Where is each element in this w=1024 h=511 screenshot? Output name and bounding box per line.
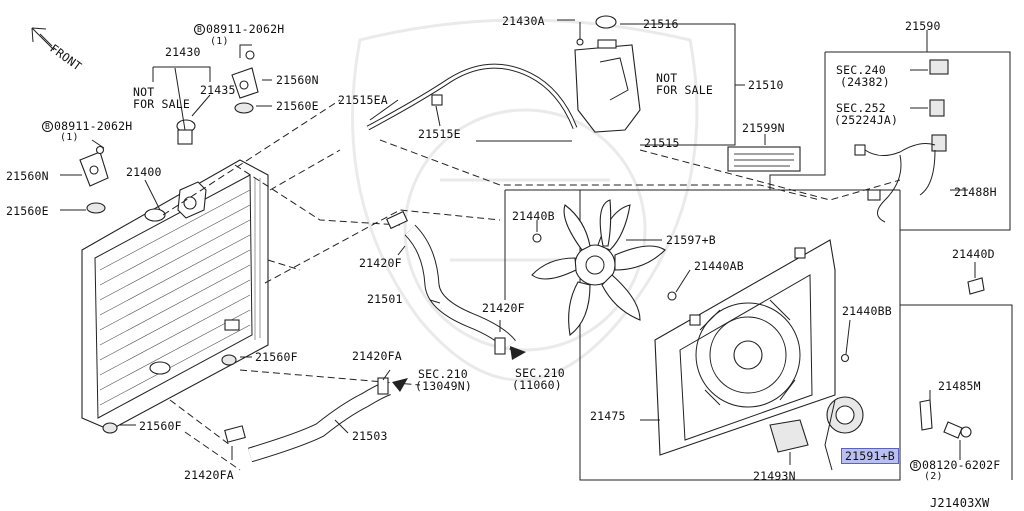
- not-for-sale-r-line1: NOT: [656, 71, 678, 85]
- drawing-code: J21403XW: [930, 496, 990, 510]
- wiring-harness: [854, 59, 949, 223]
- sec252-label[interactable]: SEC.252: [836, 101, 886, 115]
- part-21560N-top-label[interactable]: 21560N: [276, 73, 319, 87]
- part-21560E-top-label[interactable]: 21560E: [276, 99, 319, 113]
- part-21440B-label[interactable]: 21440B: [512, 209, 555, 223]
- fan-motor: [824, 396, 864, 471]
- lower-hose-21503: [247, 381, 391, 463]
- part-21488H-label[interactable]: 21488H: [954, 185, 997, 199]
- part-21485M-label[interactable]: 21485M: [938, 379, 981, 393]
- part-21440AB-label[interactable]: 21440AB: [694, 259, 744, 273]
- part-21420F-mid-label[interactable]: 21420F: [482, 301, 525, 315]
- bolt-08120: [943, 421, 972, 439]
- part-21590-label[interactable]: 21590: [905, 19, 941, 33]
- sec210-b-label[interactable]: SEC.210: [515, 366, 565, 380]
- mount-bracket-left: [79, 145, 109, 214]
- radiator: [81, 159, 269, 431]
- part-21420FA-mid-label[interactable]: 21420FA: [352, 349, 402, 363]
- circled-b-icon: B: [42, 121, 53, 132]
- clamp-21420F-mid: [494, 337, 506, 355]
- part-21430A-label[interactable]: 21430A: [502, 14, 545, 28]
- qty-label: (2): [924, 471, 943, 482]
- part-21493N-label[interactable]: 21493N: [753, 469, 796, 483]
- sec252-ref: (25224JA): [834, 113, 899, 127]
- part-21430-label[interactable]: 21430: [165, 45, 201, 59]
- part-21510-label[interactable]: 21510: [748, 78, 784, 92]
- qty-label: (1): [60, 132, 79, 143]
- not-for-sale-r-line2: FOR SALE: [656, 83, 713, 97]
- circled-b-icon: B: [910, 460, 921, 471]
- bolt-21440D: [967, 277, 985, 295]
- arrow-sec210-11060: [510, 346, 526, 360]
- part-21440D-label[interactable]: 21440D: [952, 247, 995, 261]
- bolt-21440BB: [840, 353, 850, 363]
- part-21560F-low-label[interactable]: 21560F: [139, 419, 182, 433]
- part-21560F-mid-label[interactable]: 21560F: [255, 350, 298, 364]
- front-arrow-icon: [31, 27, 55, 51]
- fan-shroud: [654, 239, 836, 456]
- part-21440BB-label[interactable]: 21440BB: [842, 304, 892, 318]
- caution-label-21599N: [727, 146, 801, 172]
- clamp-21420FA-mid: [377, 377, 389, 395]
- clamp-21420F-top: [385, 210, 409, 230]
- bolt-21440AB: [667, 291, 677, 301]
- sec210-a-label[interactable]: SEC.210: [418, 367, 468, 381]
- sec240-label[interactable]: SEC.240: [836, 63, 886, 77]
- arrow-sec210-13049N: [392, 378, 408, 392]
- mount-21560F-mid: [221, 354, 237, 366]
- part-number: 08120-6202F: [922, 458, 1001, 472]
- part-21501-label[interactable]: 21501: [367, 292, 403, 306]
- part-21503-label[interactable]: 21503: [352, 429, 388, 443]
- not-for-sale-line1: NOT: [133, 85, 155, 99]
- overflow-hose-21515: [366, 63, 578, 131]
- part-21560N-left-label[interactable]: 21560N: [6, 169, 49, 183]
- part-21435-label[interactable]: 21435: [200, 83, 236, 97]
- circled-b-icon: B: [194, 24, 205, 35]
- part-21597B-label[interactable]: 21597+B: [666, 233, 716, 247]
- part-21516-label[interactable]: 21516: [643, 17, 679, 31]
- part-21400-label[interactable]: 21400: [126, 165, 162, 179]
- clip-21515E: [431, 94, 443, 106]
- reservoir-tank: [574, 15, 641, 133]
- part-21591B-label-highlighted[interactable]: 21591+B: [841, 448, 899, 464]
- qty-label: (1): [210, 36, 229, 47]
- sec240-ref: (24382): [840, 75, 890, 89]
- sec210-b-ref: (11060): [512, 378, 562, 392]
- part-21475-label[interactable]: 21475: [590, 409, 626, 423]
- part-21420FA-low-label[interactable]: 21420FA: [184, 468, 234, 482]
- part-21560E-left-label[interactable]: 21560E: [6, 204, 49, 218]
- bracket-21485M: [919, 399, 933, 431]
- part-21420F-top-label[interactable]: 21420F: [359, 256, 402, 270]
- bolt-21440B: [532, 233, 542, 243]
- part-21599N-label[interactable]: 21599N: [742, 121, 785, 135]
- part-21515EA-label[interactable]: 21515EA: [338, 93, 388, 107]
- radiator-cap-part: [177, 129, 193, 145]
- part-21515E-label[interactable]: 21515E: [418, 127, 461, 141]
- mount-bracket-top: [231, 50, 259, 114]
- part-21515-label[interactable]: 21515: [644, 136, 680, 150]
- clamp-21420FA-low: [224, 425, 246, 443]
- not-for-sale-line2: FOR SALE: [133, 97, 190, 111]
- sec210-a-ref: (13049N): [415, 379, 472, 393]
- upper-hose-21501: [404, 224, 516, 350]
- part-number: 08911-2062H: [206, 22, 285, 36]
- mount-21560F-low: [102, 422, 118, 434]
- resistor-21493N: [769, 419, 809, 465]
- part-number: 08911-2062H: [54, 119, 133, 133]
- fan-blade: [531, 199, 666, 336]
